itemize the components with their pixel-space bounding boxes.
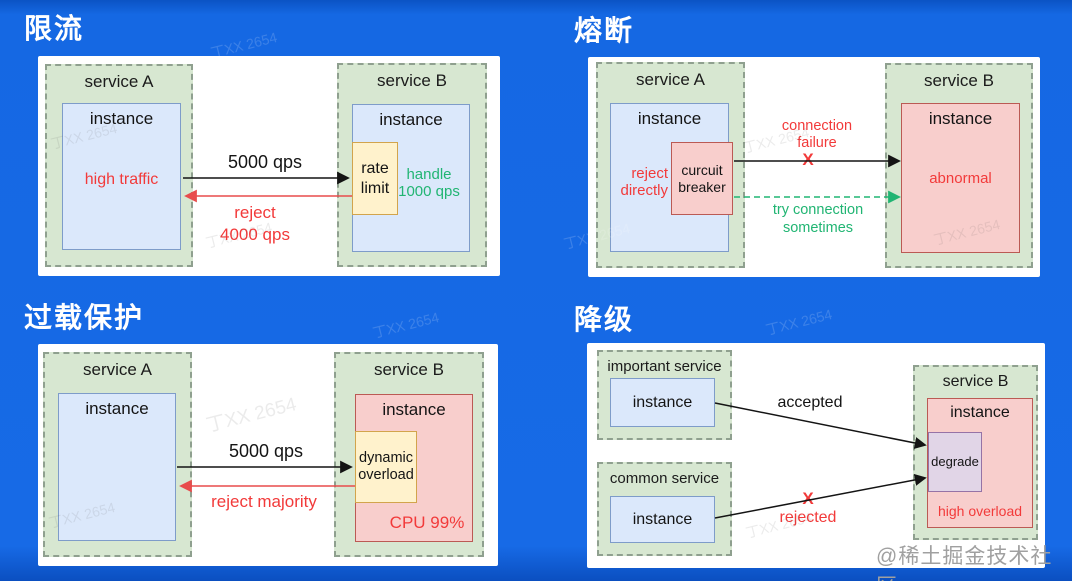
common-instance-box: instance [610, 496, 715, 543]
important-instance-box: instance [610, 378, 715, 427]
instance-b-label: instance [950, 404, 1010, 421]
important-service-label: important service [607, 358, 722, 375]
cpu-status-label: CPU 99% [389, 513, 465, 532]
instance-a-label: instance [637, 109, 702, 128]
title-circuit-breaking: 熔断 [574, 15, 635, 46]
instance-a-box: instance [58, 393, 176, 541]
instance-b-label: instance [382, 400, 446, 419]
panel-rate-limiting: service A instance high traffic service … [38, 56, 500, 276]
connection-failure-line2: failure [797, 135, 837, 151]
failure-x-mark: X [802, 150, 814, 169]
important-instance-label: instance [632, 393, 693, 411]
common-service-label: common service [609, 470, 720, 487]
retry-line1: try connection [772, 202, 864, 218]
reject-qps-line2: 4000 qps [220, 225, 290, 244]
title-overload-protection: 过载保护 [24, 302, 145, 333]
service-b-label: service B [377, 71, 447, 90]
reject-directly-line2: directly [620, 182, 668, 199]
instance-a-status: high traffic [84, 171, 159, 188]
connection-failure-line1: connection [781, 118, 853, 134]
connection-failure-label: connection failure [747, 118, 887, 152]
rate-limit-gate: rate limit [352, 142, 398, 215]
service-a-label: service A [84, 72, 154, 91]
service-b-label: service B [374, 360, 444, 379]
reject-majority-label: reject majority [211, 492, 317, 511]
degrade-box: degrade [928, 432, 982, 492]
reject-directly-line1: reject [631, 165, 668, 182]
common-instance-label: instance [632, 510, 693, 528]
panel-overload-protection: service A instance service B instance dy… [38, 344, 498, 566]
title-degradation: 降级 [574, 304, 635, 335]
tiny-watermark: 丁XX 2654 [764, 306, 834, 338]
instance-a-label: instance [89, 109, 154, 128]
dynamic-overload-gate: dynamic overload [355, 431, 417, 503]
retry-label: try connection sometimes [738, 201, 898, 237]
panel-circuit-breaking: service A instance reject directly curcu… [588, 57, 1040, 277]
accepted-label: accepted [777, 394, 843, 411]
reject-qps-label: reject 4000 qps [175, 202, 335, 246]
reject-directly-label: reject directly [602, 165, 668, 199]
rejected-x-mark: X [802, 489, 814, 508]
service-a-label: service A [83, 360, 152, 379]
request-qps-label: 5000 qps [228, 441, 304, 461]
service-a-label: service A [636, 70, 705, 89]
instance-b-box: instance [352, 104, 470, 252]
panel-degradation: important service instance common servic… [587, 343, 1045, 568]
instance-b-status: high overload [937, 503, 1023, 519]
instance-a-label: instance [85, 399, 149, 418]
handle-note: handle 1000 qps [379, 166, 479, 200]
instance-b-box: instance abnormal [901, 103, 1020, 253]
brand-watermark: @稀土掘金技术社区 [876, 545, 1053, 581]
handle-note-line1: handle [406, 166, 452, 183]
tiny-watermark: 丁XX 2654 [371, 309, 441, 341]
retry-line2: sometimes [782, 220, 854, 236]
instance-b-status: abnormal [929, 170, 992, 187]
instance-b-label: instance [379, 110, 443, 129]
instance-a-box: instance high traffic [62, 103, 181, 250]
reject-qps-line1: reject [234, 203, 276, 222]
title-rate-limiting: 限流 [24, 13, 85, 44]
request-qps-label: 5000 qps [227, 152, 303, 172]
circuit-breaker-box: curcuit breaker [671, 142, 733, 215]
service-b-label: service B [924, 71, 994, 90]
instance-b-label: instance [928, 109, 993, 128]
handle-note-line2: 1000 qps [398, 183, 460, 200]
service-b-label: service B [942, 373, 1009, 390]
